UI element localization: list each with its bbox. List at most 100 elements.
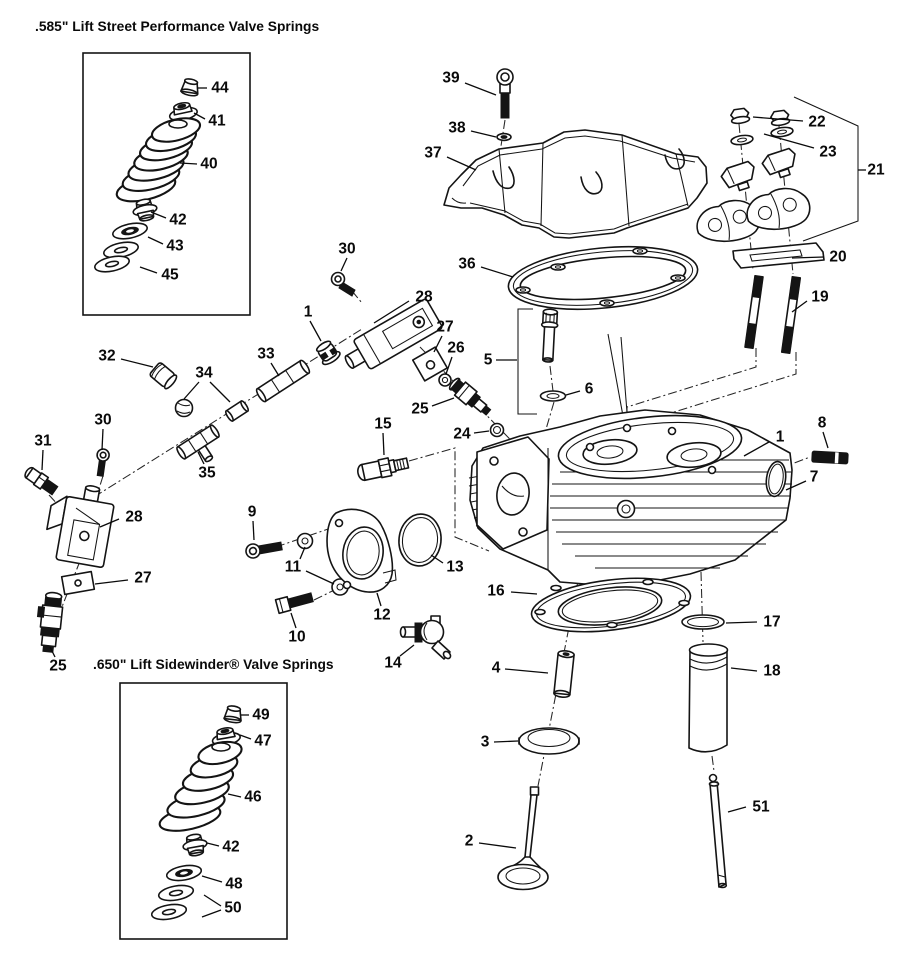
part-label-42: 42 [169, 212, 186, 229]
keeper-44 [180, 78, 199, 97]
retainer-42-street [132, 198, 158, 222]
leader-line-36 [480, 266, 514, 278]
part-label-21: 21 [867, 162, 885, 179]
rocker-clamp-a [720, 160, 755, 192]
shims-50 [150, 884, 195, 921]
part-label-34: 34 [195, 365, 213, 382]
leader-line-32 [120, 358, 154, 368]
leader-line-1 [743, 441, 770, 457]
leader-line-31 [41, 449, 44, 471]
leader-line-41 [193, 112, 206, 120]
fuel-injector-25-left [36, 591, 64, 653]
part-label-23: 23 [819, 144, 837, 161]
part-label-1: 1 [304, 304, 313, 321]
part-label-17: 17 [763, 614, 780, 631]
part-label-28: 28 [125, 509, 143, 526]
cap-32 [149, 362, 178, 390]
injector-mount-28-right [344, 298, 443, 370]
exhaust-pocket [666, 441, 722, 469]
leader-line-28 [373, 300, 410, 324]
leader-line-11 [305, 570, 335, 585]
leader-line-47 [239, 734, 252, 740]
part-label-4: 4 [492, 660, 501, 677]
part-label-16: 16 [487, 583, 505, 600]
part-label-15: 15 [374, 416, 392, 433]
leader-line-25 [431, 397, 455, 407]
part-label-48: 48 [225, 876, 243, 893]
part-label-39: 39 [442, 70, 460, 87]
part-label-14: 14 [384, 655, 402, 672]
leader-line-26 [445, 356, 453, 375]
fuel-injector-25-right [448, 377, 492, 416]
gasket-tabs [515, 247, 686, 307]
part-label-11: 11 [285, 559, 302, 576]
part-label-35: 35 [198, 465, 216, 482]
o-ring-24 [489, 422, 505, 438]
bolt-10 [274, 592, 314, 615]
breather-valve-14 [399, 615, 452, 660]
rocker-arm-b [746, 187, 811, 231]
leader-line-43 [147, 236, 164, 245]
keeper-49 [223, 705, 242, 724]
leader-line-10 [290, 612, 297, 629]
part-label-13: 13 [446, 559, 464, 576]
part-label-27: 27 [436, 319, 453, 336]
valve-spring-46 [158, 740, 243, 832]
leader-line-27 [94, 579, 129, 585]
part-label-3: 3 [481, 734, 490, 751]
part-label-22: 22 [808, 114, 825, 131]
rocker-cover-37 [443, 129, 708, 239]
leader-line-23 [763, 133, 815, 149]
leader-line-8 [822, 431, 829, 449]
leader-line-9 [252, 520, 255, 541]
leader-line-30 [101, 428, 104, 451]
leader-line-50 [203, 894, 222, 907]
shaft-plate-20 [732, 242, 825, 269]
washer-23a [730, 134, 754, 146]
valve-spring-40 [115, 117, 202, 203]
leader-line-35 [197, 451, 205, 465]
valve-guide-4 [553, 650, 575, 698]
part-label-10: 10 [288, 629, 305, 646]
leader-line-42 [206, 842, 220, 847]
plate-27-right [411, 346, 449, 382]
leader-line-19 [791, 300, 808, 313]
pushrod-51 [708, 773, 728, 889]
part-label-2: 2 [465, 833, 474, 850]
part-label-5: 5 [484, 352, 493, 369]
sidewinder-springs-box [119, 682, 288, 940]
o-ring-17 [681, 614, 725, 630]
rocker-arm-a [696, 199, 761, 243]
leader-line-28 [99, 518, 120, 528]
part-label-1: 1 [776, 429, 785, 446]
leader-line-25 [49, 646, 56, 658]
part-label-9: 9 [248, 504, 257, 521]
leader-line-34 [209, 381, 231, 403]
rocker-assembly-21 [696, 96, 859, 354]
valve-seat-3 [518, 727, 580, 755]
leader-line-50 [201, 909, 222, 918]
part-label-27: 27 [134, 570, 151, 587]
injector-mount-28-left [46, 485, 115, 569]
leader-line-2 [478, 842, 517, 849]
leader-line-37 [446, 156, 477, 171]
leader-line-1 [309, 320, 322, 342]
part-label-6: 6 [585, 381, 594, 398]
retainer-42-sidewinder [182, 833, 208, 857]
leader-line-46 [227, 793, 242, 798]
part-label-40: 40 [200, 156, 217, 173]
leader-line-11 [299, 546, 306, 560]
bolt-39 [496, 68, 514, 119]
leader-line-33 [270, 362, 280, 377]
part-label-12: 12 [373, 607, 390, 624]
washer-26 [438, 373, 452, 387]
part-label-18: 18 [763, 663, 781, 680]
tube-33 [255, 359, 311, 403]
leader-line-3 [493, 740, 519, 743]
part-label-24: 24 [453, 426, 471, 443]
part-label-25: 25 [49, 658, 67, 675]
part-label-46: 46 [244, 789, 262, 806]
